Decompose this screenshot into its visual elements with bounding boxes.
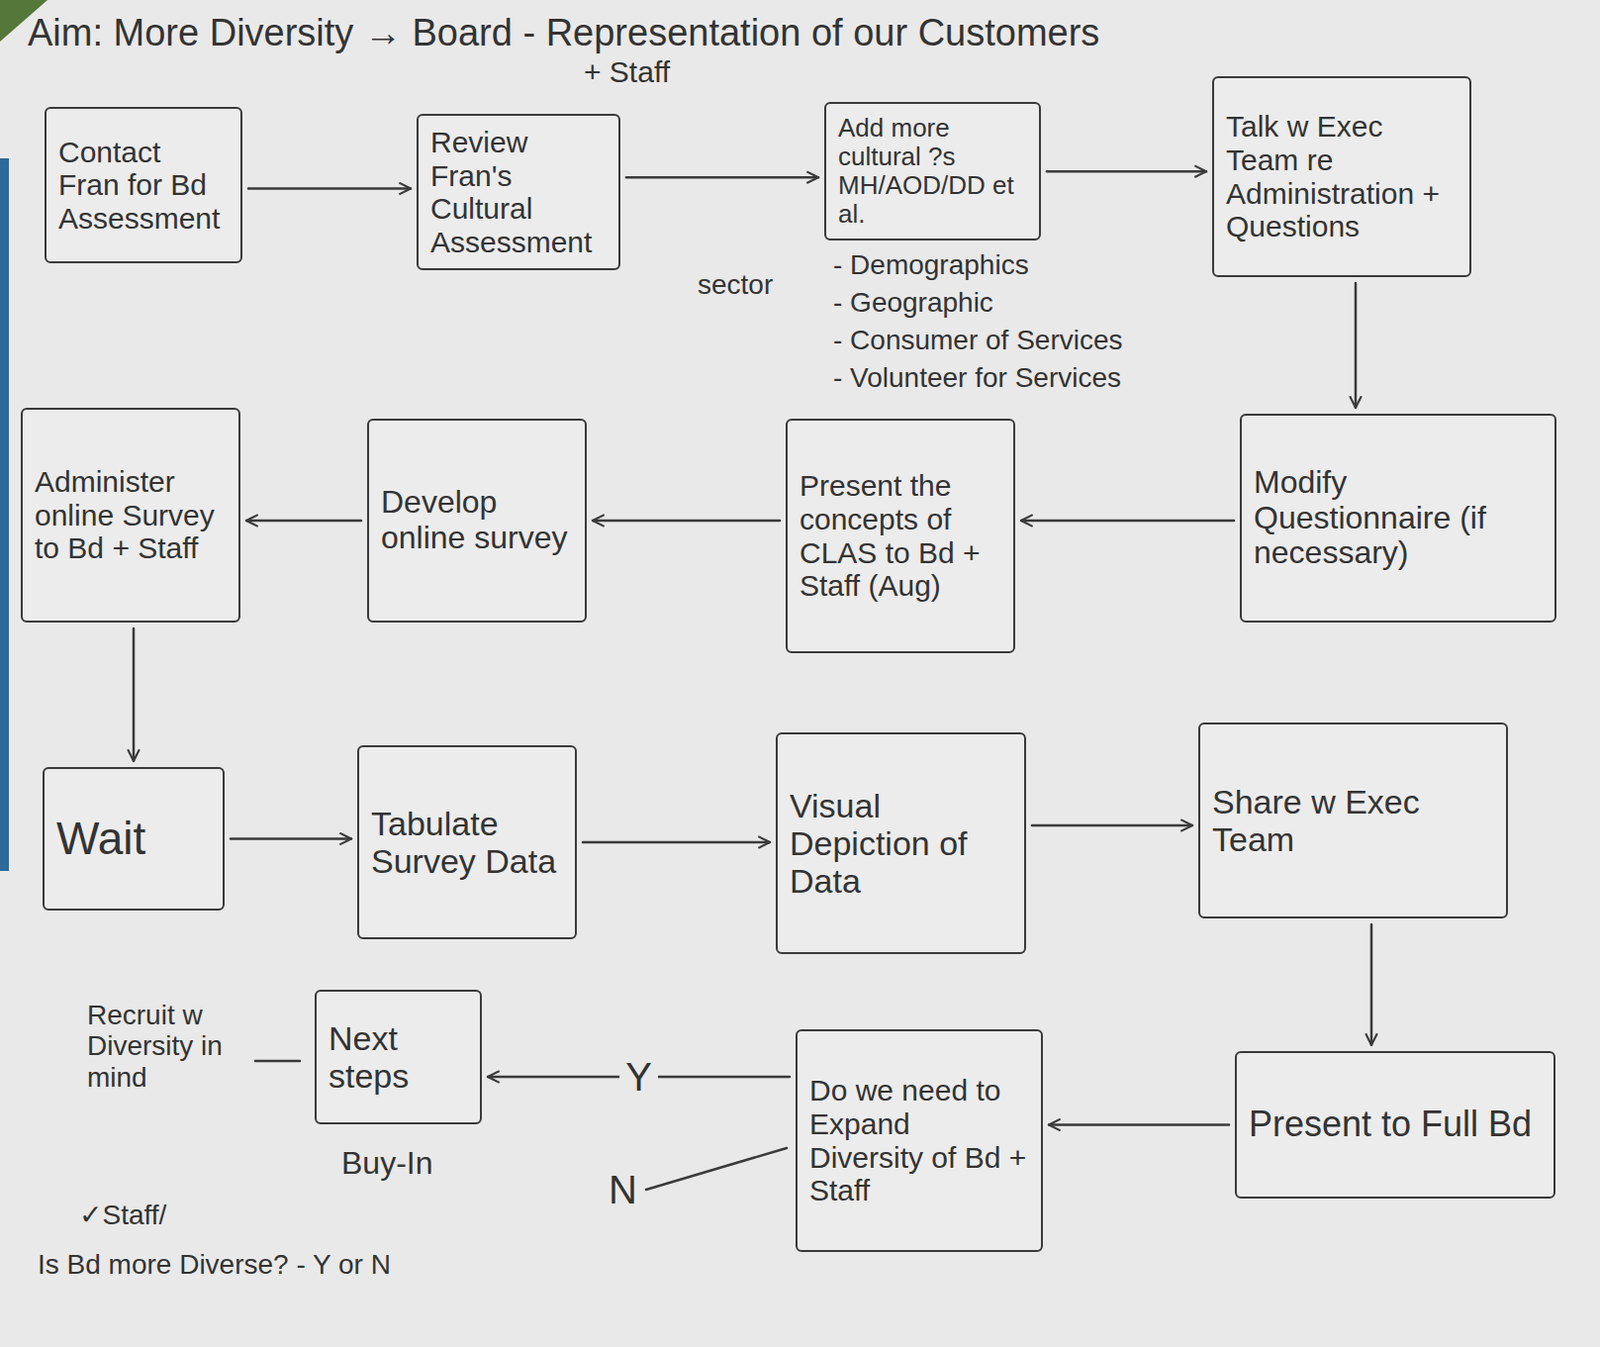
box-text: Review Fran's Cultural Assessment [430, 125, 607, 259]
note-label: Recruit w Diversity in mind [87, 999, 246, 1093]
flow-arrow [1046, 170, 1207, 174]
flow-arrow [1032, 824, 1193, 828]
box-text: Share w Exec Team [1212, 782, 1495, 858]
process-box: Do we need to Expand Diversity of Bd + S… [795, 1029, 1043, 1252]
process-box: Administer online Survey to Bd + Staff [20, 407, 241, 623]
note-label: Is Bd more Diverse? - Y or N [37, 1248, 391, 1280]
flow-arrow [132, 628, 136, 761]
no-branch-line [646, 1147, 787, 1190]
box-text: Do we need to Expand Diversity of Bd + S… [809, 1073, 1030, 1207]
process-box: Present the concepts of CLAS to Bd + Sta… [785, 418, 1016, 654]
process-box: Next steps [314, 989, 482, 1125]
box-text: Next steps [328, 1019, 469, 1095]
flow-arrow [1370, 924, 1374, 1045]
flow-arrow [246, 519, 362, 523]
note-label: - Volunteer for Services [833, 362, 1122, 393]
process-box: Talk w Exec Team re Administration + Que… [1212, 76, 1472, 278]
box-text: Contact Fran for Bd Assessment [58, 135, 229, 236]
edge-label: Y [619, 1054, 659, 1099]
flow-arrow [1048, 1123, 1229, 1127]
process-box: Develop online survey [367, 418, 587, 623]
flow-arrow [626, 176, 819, 180]
box-text: Wait [56, 813, 211, 865]
process-box: Modify Questionnaire (if necessary) [1239, 413, 1557, 623]
box-text: Talk w Exec Team re Administration + Que… [1225, 109, 1458, 243]
box-text: Tabulate Survey Data [371, 804, 564, 880]
leader-dash [255, 1059, 300, 1063]
flow-arrow [1354, 282, 1358, 408]
box-text: Administer online Survey to Bd + Staff [34, 465, 227, 565]
flow-arrow [230, 837, 352, 841]
process-box: Tabulate Survey Data [357, 745, 577, 940]
process-box: Add more cultural ?s MH/AOD/DD et al. [824, 101, 1041, 241]
flow-arrow [582, 841, 770, 845]
process-box: Contact Fran for Bd Assessment [44, 106, 243, 264]
process-box: Wait [42, 766, 225, 911]
process-box: Visual Depiction of Data [775, 732, 1027, 954]
box-text: Develop online survey [380, 484, 573, 557]
note-label: - Consumer of Services [833, 324, 1124, 356]
box-text: Add more cultural ?s MH/AOD/DD et al. [838, 113, 1028, 229]
note-label: N [608, 1167, 638, 1213]
note-label: - Geographic [833, 286, 994, 318]
note-label: sector [697, 269, 773, 300]
box-text: Visual Depiction of Data [789, 786, 1013, 900]
flow-arrow [1021, 519, 1234, 523]
box-text: Present to Full Bd [1248, 1104, 1542, 1144]
diagram-title: Aim: More Diversity → Board - Representa… [27, 11, 1100, 55]
flow-arrow [592, 519, 780, 523]
side-strip [0, 158, 9, 871]
flow-arrow [248, 187, 411, 190]
process-box: Review Fran's Cultural Assessment [416, 113, 621, 271]
note-label: + Staff [583, 55, 670, 90]
note-label: ✓Staff/ [79, 1199, 167, 1230]
box-text: Modify Questionnaire (if necessary) [1253, 465, 1543, 571]
note-label: - Demographics [833, 249, 1030, 281]
note-label: Buy-In [341, 1145, 433, 1182]
process-box: Present to Full Bd [1234, 1050, 1556, 1199]
box-text: Present the concepts of CLAS to Bd + Sta… [799, 469, 1002, 602]
process-box: Share w Exec Team [1198, 722, 1508, 919]
